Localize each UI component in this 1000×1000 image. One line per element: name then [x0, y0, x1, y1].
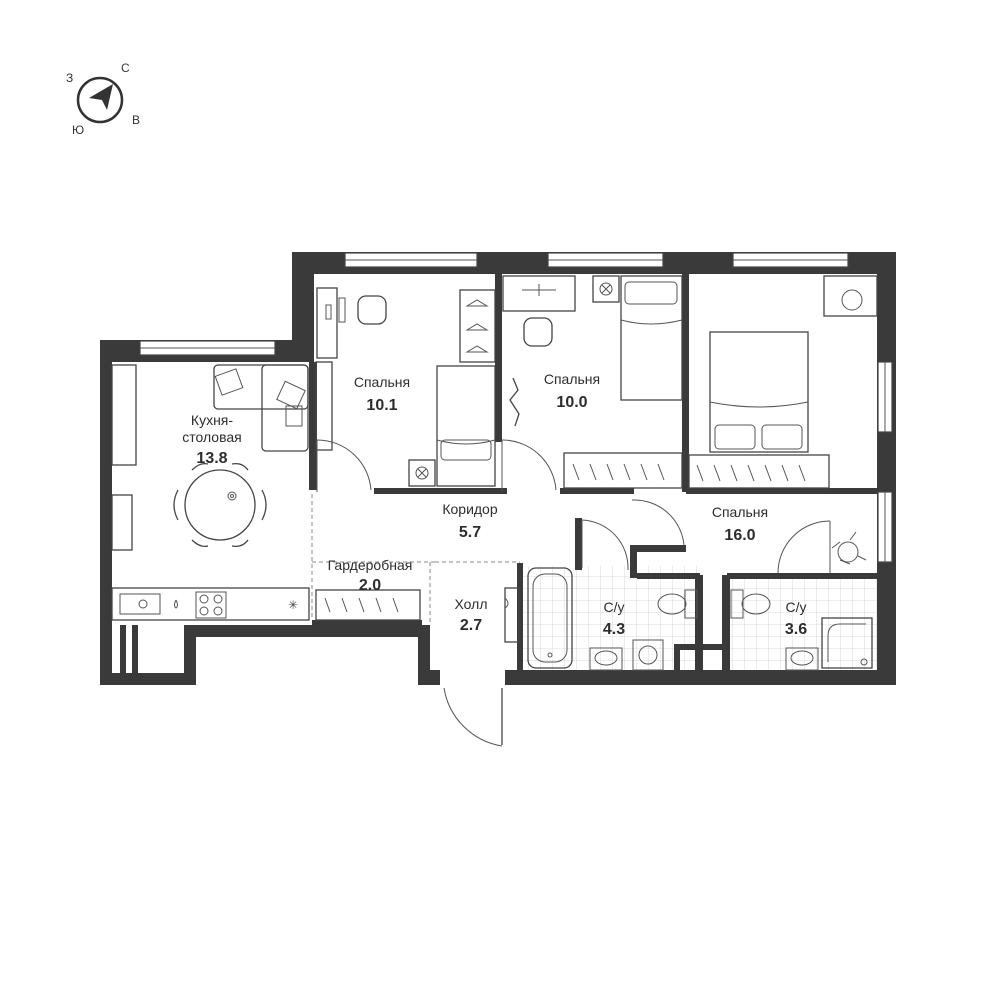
- bathroom-2-name: С/у: [786, 599, 807, 615]
- hall-area: 2.7: [460, 617, 482, 634]
- desk: [823, 275, 878, 317]
- wardrobe-unit: [459, 289, 496, 363]
- bathroom-2-area: 3.6: [785, 621, 807, 638]
- chair-icon: [191, 462, 209, 471]
- faucet-icon: [174, 599, 178, 609]
- compass-ring: [76, 76, 124, 124]
- compass-arrow-icon: [89, 84, 113, 110]
- toilet-icon: [730, 589, 771, 619]
- bedroom-1-furniture: [316, 287, 496, 492]
- bed: [620, 275, 683, 401]
- wardrobe-name: Гардеробная: [328, 557, 413, 573]
- dining-table: [184, 469, 256, 541]
- bathroom-1-name: С/у: [604, 599, 625, 615]
- hall-furniture: [443, 587, 520, 747]
- chair-icon: [231, 462, 249, 471]
- corridor-area: 5.7: [459, 524, 481, 541]
- bedroom-3-furniture: [631, 275, 878, 574]
- bedroom-2-name: Спальня: [544, 371, 600, 387]
- chair-icon: [523, 317, 553, 347]
- door-swing: [777, 520, 831, 574]
- hanger-icon: [572, 463, 665, 481]
- wardrobe-unit: [315, 589, 421, 621]
- bedroom-1-name: Спальня: [354, 374, 410, 390]
- door-swing: [316, 439, 372, 491]
- wardrobe-unit: [563, 452, 683, 489]
- hanger-icon: [465, 299, 489, 353]
- chair-icon: [357, 295, 387, 325]
- door-swing: [631, 499, 685, 546]
- kitchen-counter: [111, 587, 310, 621]
- kitchen-name-line1: Кухня-: [191, 412, 233, 428]
- chair-icon: [261, 489, 267, 521]
- chair-icon: [173, 489, 179, 521]
- washing-machine-icon: [632, 639, 664, 671]
- nightstand: [408, 459, 436, 487]
- inner-walls: [120, 274, 877, 685]
- wardrobe-area: 2.0: [359, 577, 381, 594]
- tv-stand: [315, 361, 333, 451]
- bathroom-1-area: 4.3: [603, 621, 625, 638]
- door-swing: [509, 377, 520, 427]
- bathroom-1-fixtures: [527, 519, 698, 671]
- compass-west: З: [66, 71, 73, 85]
- hook-icon: [504, 597, 509, 609]
- kitchen-area: 13.8: [196, 450, 227, 467]
- wardrobe-room-furniture: [315, 589, 421, 621]
- dashed-partitions: [311, 494, 520, 625]
- desk: [316, 287, 338, 359]
- hood-icon: ✳: [288, 598, 298, 612]
- stove-icon: [195, 591, 227, 619]
- hall-name: Холл: [455, 596, 488, 612]
- bedroom-2-area: 10.0: [556, 394, 587, 411]
- bed: [709, 331, 809, 453]
- bedroom-3-name: Спальня: [712, 504, 768, 520]
- compass: С З В Ю: [66, 61, 140, 137]
- wardrobe-unit: [688, 454, 830, 489]
- windows: [139, 252, 893, 563]
- bedroom-3-area: 16.0: [724, 527, 755, 544]
- door-swing: [581, 519, 629, 571]
- compass-north: С: [121, 61, 130, 75]
- door-swing: [501, 439, 557, 491]
- bathroom-2-tile-floor: [727, 578, 877, 672]
- bedroom-1-area: 10.1: [366, 397, 397, 414]
- desk: [502, 275, 576, 312]
- sink-icon: [119, 593, 161, 615]
- compass-east: В: [132, 113, 140, 127]
- bed: [436, 365, 496, 487]
- room-labels: Кухня- столовая 13.8 Спальня 10.1 Спальн…: [182, 371, 807, 638]
- washbasin-icon: [589, 647, 623, 671]
- kitchen-name-line2: столовая: [182, 429, 242, 445]
- hanger-icon: [324, 597, 399, 613]
- nightstand: [592, 275, 620, 303]
- plant-icon: [831, 531, 867, 565]
- chair-icon: [191, 539, 209, 548]
- hanger-icon: [696, 464, 806, 482]
- bathtub-icon: [527, 567, 573, 669]
- compass-south: Ю: [72, 123, 84, 137]
- bathroom-2-fixtures: [730, 589, 873, 671]
- entrance-door-swing: [443, 687, 503, 747]
- hall-shelf: [504, 587, 520, 643]
- bathroom-1-tile-floor: [523, 566, 701, 672]
- kitchen-furniture: ✳: [111, 361, 333, 621]
- shower-tray-icon: [821, 617, 873, 669]
- washbasin-icon: [785, 647, 819, 671]
- chair-icon: [231, 539, 249, 548]
- corridor-name: Коридор: [442, 501, 498, 517]
- bedroom-2-furniture: [501, 275, 683, 492]
- toilet-icon: [657, 589, 698, 619]
